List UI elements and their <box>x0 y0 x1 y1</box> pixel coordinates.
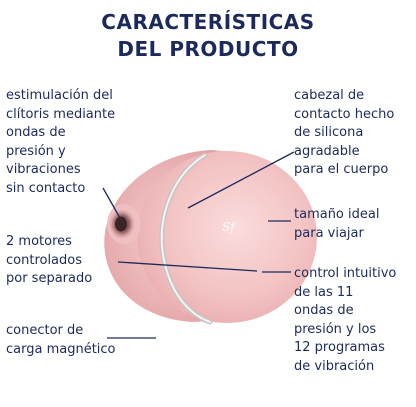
feature-stimulation: estimulación del clítoris mediante ondas… <box>6 88 116 196</box>
feature-connector: conector de carga magnético <box>6 323 116 357</box>
control-ring <box>159 152 213 325</box>
pointer-head <box>187 151 295 209</box>
feature-size: tamaño ideal para viajar <box>294 207 380 241</box>
pointer-stimulation <box>102 187 121 219</box>
feature-control: control intuitivo de las 11 ondas de pre… <box>294 266 397 374</box>
page-title-line-1: CARACTERÍSTICAS <box>101 10 315 34</box>
pointer-motors <box>117 261 258 272</box>
suction-nozzle <box>107 204 141 244</box>
device-body <box>104 150 317 323</box>
feature-motors: 2 motores controlados por separado <box>6 234 93 286</box>
page-title-line-2: DEL PRODUCTO <box>117 37 299 61</box>
brand-logo: Sf <box>222 220 237 234</box>
pointer-lines <box>102 151 295 339</box>
feature-head: cabezal de contacto hecho de silicona ag… <box>294 88 395 177</box>
